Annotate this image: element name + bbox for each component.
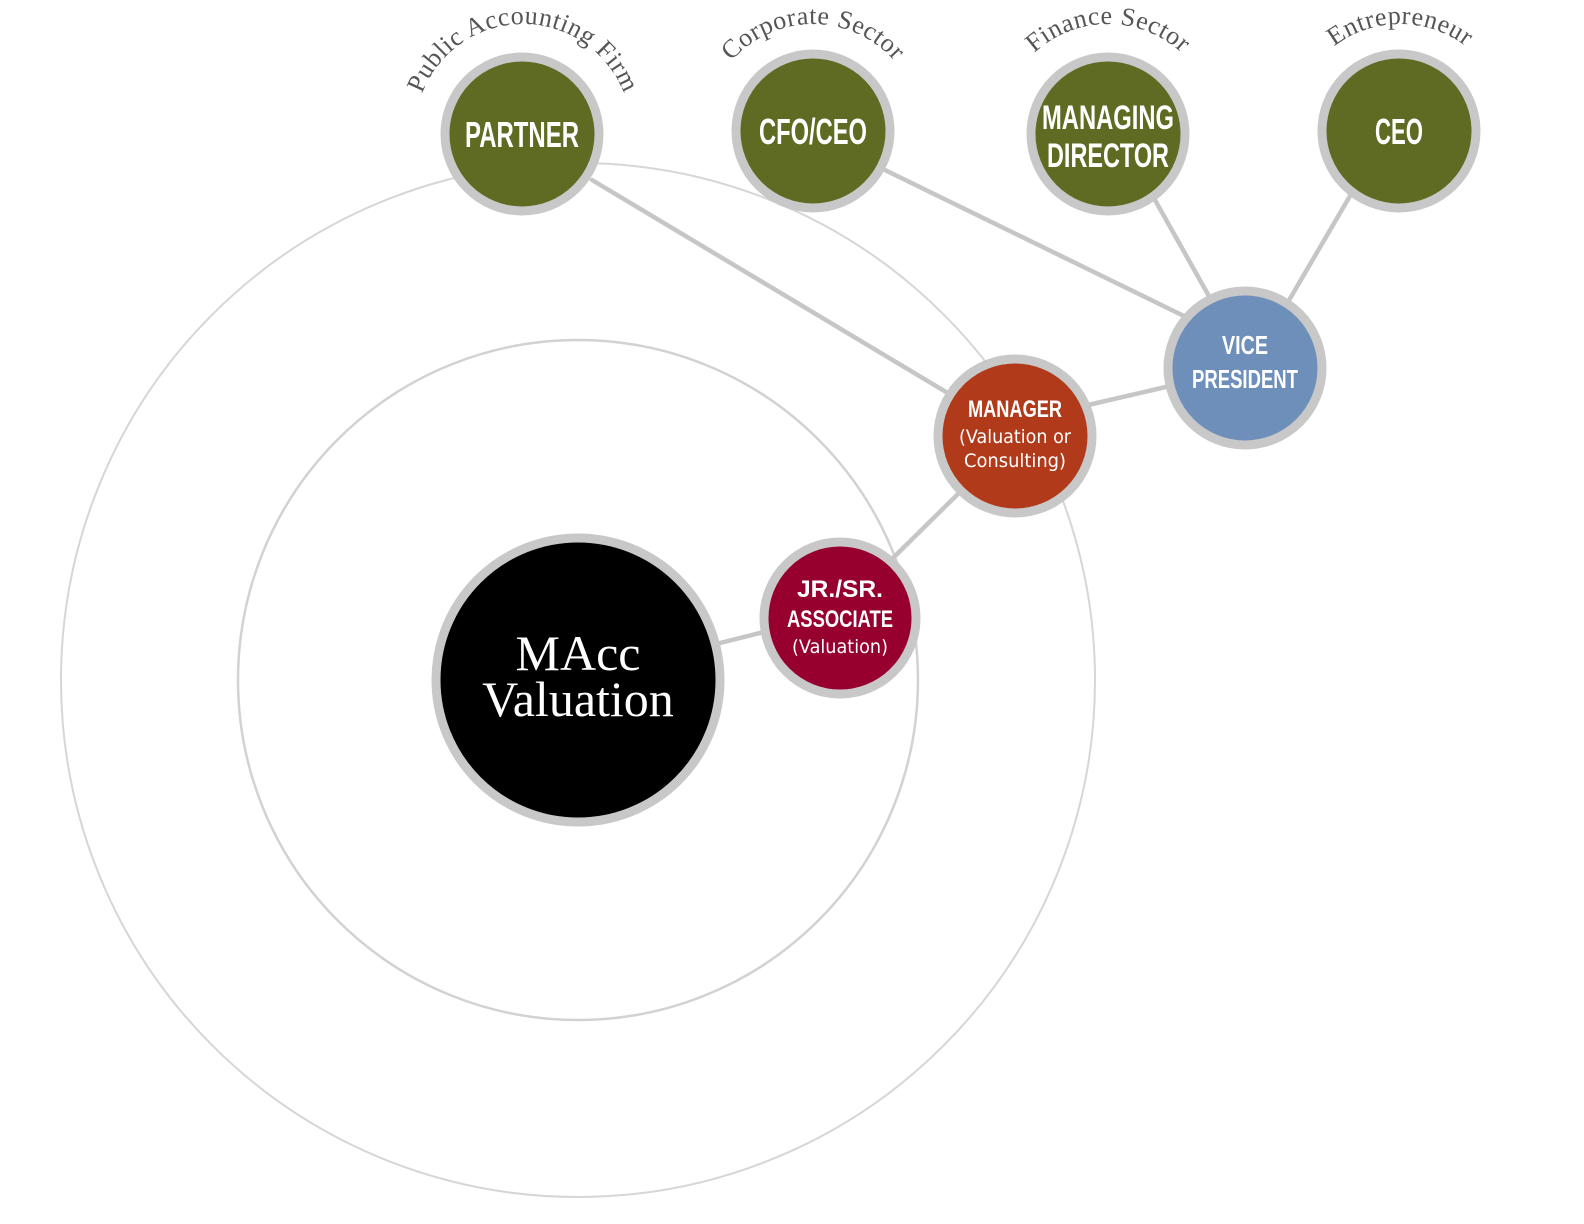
cfo-ceo-node-circle [731,49,895,213]
associate-subtitle: (Valuation) [792,636,888,658]
track-entrepreneur: Entrepreneur CEO [1317,1,1481,213]
inner-ring [236,338,920,1022]
partner-title: PARTNER [465,114,579,155]
connector-vp-cfo [882,167,1191,321]
manager-subtitle-line1: (Valuation or [959,426,1071,448]
cfo-ceo-title: CFO/CEO [759,111,867,152]
manager-node: MANAGER (Valuation or Consulting) [933,354,1097,518]
sector-label-entrepreneur: Entrepreneur [1321,1,1479,51]
vice-president-node: VICE PRESIDENT [1163,286,1327,450]
associate-title-line2: ASSOCIATE [787,606,893,633]
ceo-node-circle [1317,49,1481,213]
associate-title-line1: JR./SR. [797,576,883,603]
connector-vp-managing-director [1152,197,1213,301]
center-node-circle [431,533,725,827]
managing-director-node-circle [1026,52,1190,216]
vice-president-title-line1: VICE [1222,330,1268,360]
vice-president-title-line2: PRESIDENT [1192,364,1298,394]
associate-node: JR./SR. ASSOCIATE (Valuation) [759,537,921,699]
center-title-line1: MAcc [516,625,641,681]
connector-center-associate [709,628,771,648]
partner-node-circle [440,52,604,216]
track-public-accounting: Public Accounting Firm PARTNER [401,1,645,216]
connector-manager-partner [589,177,949,395]
managing-director-title-line1: MANAGING [1042,99,1174,137]
manager-node-circle [933,354,1097,518]
sector-label-finance: Finance Sector [1020,1,1197,58]
track-finance: Finance Sector MANAGING DIRECTOR [1020,1,1197,216]
connector-manager-vp [1085,383,1173,408]
managing-director-title-line2: DIRECTOR [1047,137,1169,175]
track-corporate: Corporate Sector CFO/CEO [715,1,911,213]
connector-vp-ceo [1285,193,1353,305]
vice-president-node-circle [1163,286,1327,450]
manager-subtitle-line2: Consulting) [964,450,1066,472]
manager-title: MANAGER [968,396,1062,423]
ceo-title: CEO [1375,111,1423,152]
connector-associate-manager [890,487,965,561]
associate-node-circle [759,537,921,699]
center-title-line2: Valuation [482,671,674,727]
center-node: MAcc Valuation [431,533,725,827]
